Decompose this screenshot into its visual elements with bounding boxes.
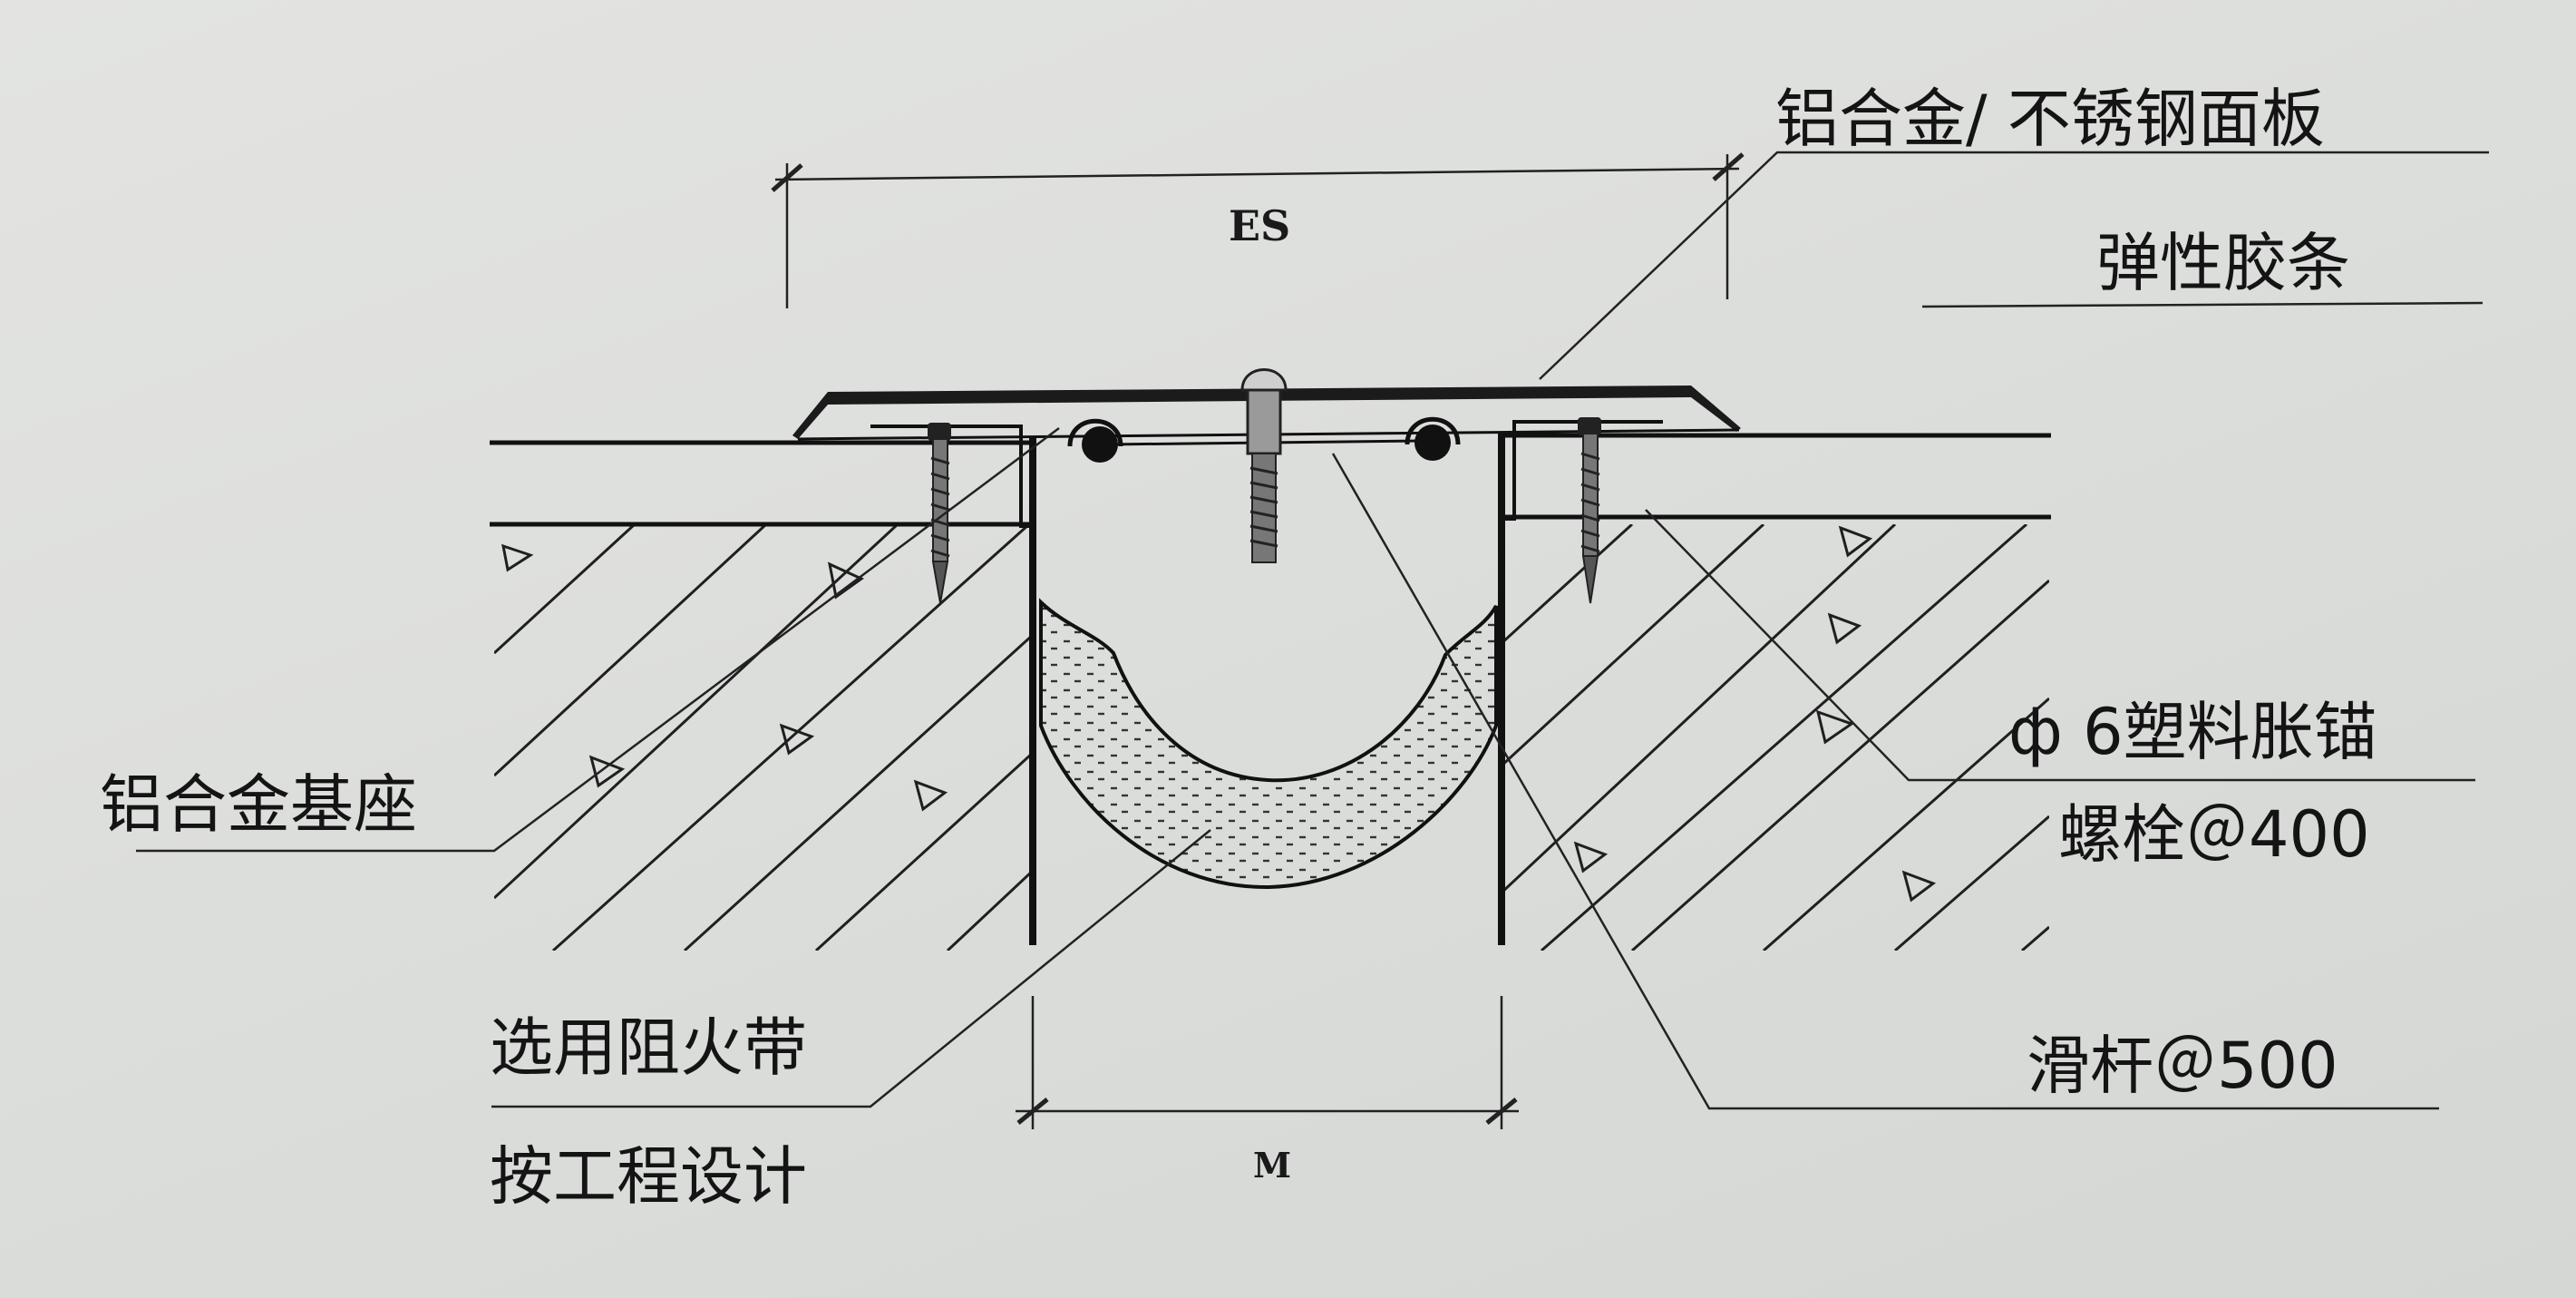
anchor-bolt-left <box>928 423 951 604</box>
aggregate-marks <box>501 525 1937 903</box>
slide-bar <box>1240 368 1288 563</box>
dimension-m <box>1016 996 1519 1129</box>
concrete-hatch-right <box>1501 524 2049 951</box>
label-aluminum-base: 铝合金基座 <box>100 767 417 842</box>
dimension-es <box>771 152 1745 308</box>
concrete-hatch-left <box>494 524 1033 951</box>
label-anchor-bolt-spacing: 螺栓＠400 <box>2058 797 2370 872</box>
anchor-bolt-right <box>1578 417 1601 604</box>
leader-lines <box>136 151 2489 1110</box>
label-anchor-bolt-size: ф 6塑料胀锚 <box>2008 695 2377 769</box>
fire-barrier <box>1039 598 1498 890</box>
label-slide-bar: 滑杆＠500 <box>2027 1029 2338 1103</box>
dimension-label-m: M <box>1253 1145 1292 1186</box>
label-cover-plate: 铝合金/ 不锈钢面板 <box>1775 82 2325 156</box>
label-fire-barrier-note: 按工程设计 <box>490 1139 807 1214</box>
label-rubber-strip: 弹性胶条 <box>2096 226 2350 300</box>
label-fire-barrier: 选用阻火带 <box>490 1010 807 1085</box>
dimension-label-es: ES <box>1229 201 1291 250</box>
